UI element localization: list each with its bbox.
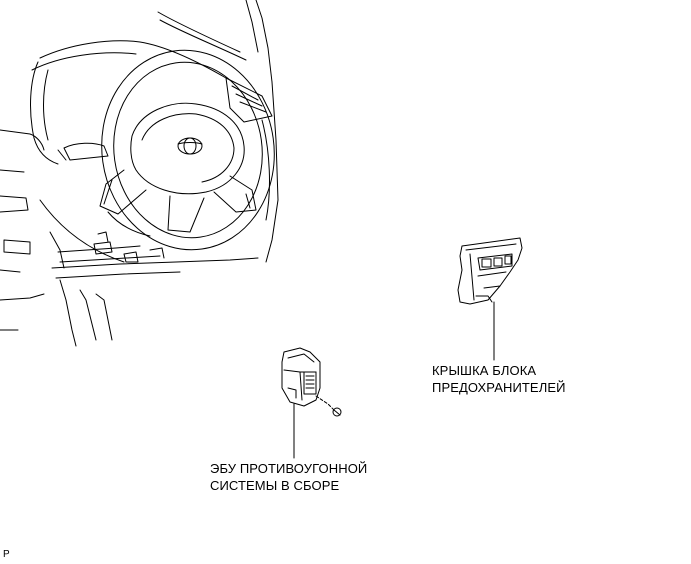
fuse-block-cover-label-line2: ПРЕДОХРАНИТЕЛЕЙ bbox=[432, 380, 566, 395]
instrument-panel bbox=[0, 0, 279, 347]
steering-wheel bbox=[57, 49, 275, 251]
fuse-block-cover-illustration bbox=[457, 237, 523, 361]
immobiliser-ecu-illustration bbox=[281, 347, 342, 459]
figure-code: P bbox=[3, 549, 10, 560]
fuse-block-cover-label: КРЫШКА БЛОКА ПРЕДОХРАНИТЕЛЕЙ bbox=[432, 362, 566, 396]
fuse-block-cover-label-line1: КРЫШКА БЛОКА bbox=[432, 363, 537, 378]
immobiliser-ecu-label-line1: ЭБУ ПРОТИВОУГОННОЙ bbox=[210, 461, 368, 476]
immobiliser-ecu-label: ЭБУ ПРОТИВОУГОННОЙ СИСТЕМЫ В СБОРЕ bbox=[210, 460, 367, 494]
immobiliser-ecu-label-line2: СИСТЕМЫ В СБОРЕ bbox=[210, 478, 340, 493]
